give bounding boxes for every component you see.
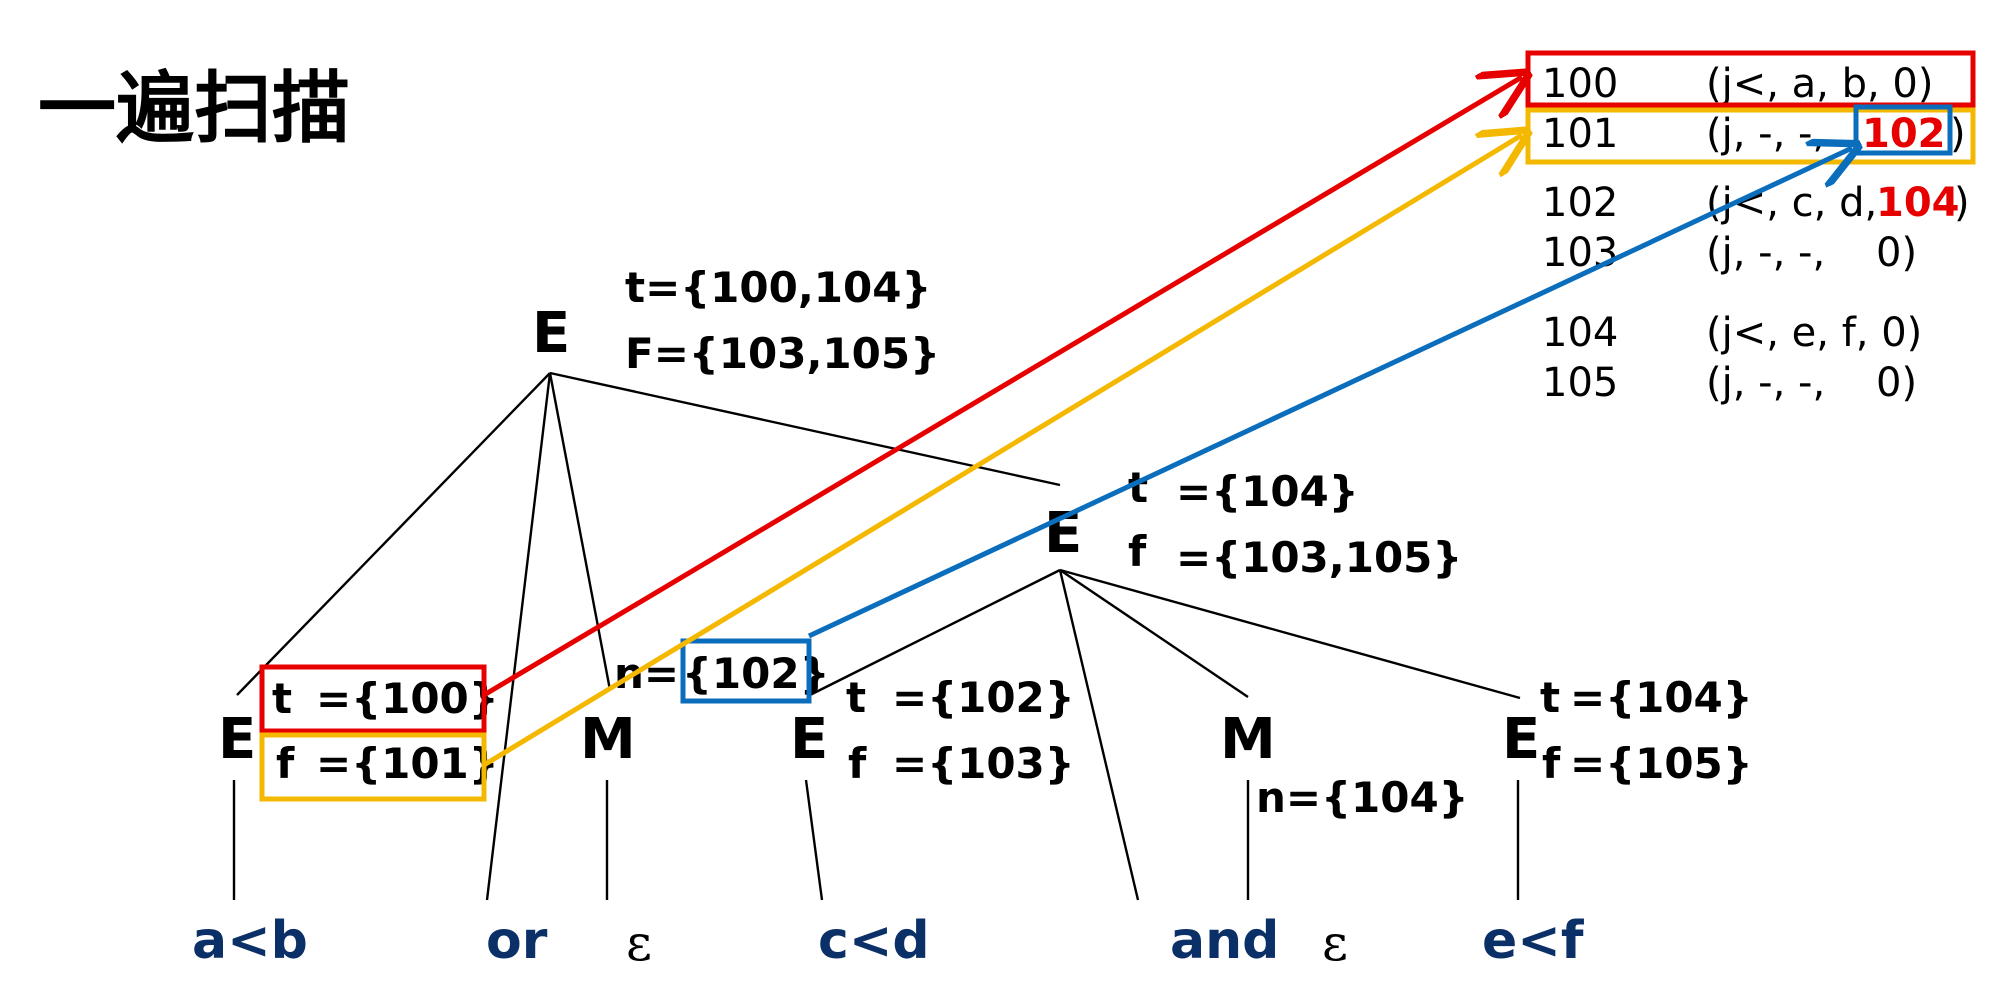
e3-node: E t ={104} f ={105} xyxy=(1502,673,1753,788)
page-title: 一遍扫描 xyxy=(38,64,350,154)
leaf-epsilon-1: ε xyxy=(626,914,652,972)
quad-num-105: 105 xyxy=(1542,360,1618,406)
right-e-t-val: ={104} xyxy=(1176,467,1359,516)
quad-num-103: 103 xyxy=(1542,230,1618,276)
quad-num-102: 102 xyxy=(1542,180,1618,226)
leaf-e-lt-f: e<f xyxy=(1482,911,1585,971)
e2-node: E t ={102} f ={103} xyxy=(790,673,1075,788)
m2-node: M n={104} xyxy=(1220,707,1469,822)
edge-righte-e3 xyxy=(1059,568,1521,700)
leaf-row: a<b or ε c<d and ε e<f xyxy=(192,911,1585,972)
quad-num-100: 100 xyxy=(1542,61,1618,107)
e1-label: E xyxy=(218,707,256,772)
e1-node: E t ={100} f ={101} xyxy=(218,664,499,802)
e2-label: E xyxy=(790,707,828,772)
m1-n-prefix: n= xyxy=(614,649,679,698)
leaf-a-lt-b: a<b xyxy=(192,911,308,971)
e2-t-val: ={102} xyxy=(892,673,1075,722)
quad-101-target-highlight-box xyxy=(1853,104,1953,156)
quad-num-101: 101 xyxy=(1542,111,1618,157)
yellow-arrow-f-to-101 xyxy=(482,135,1522,768)
root-node: E t={100,104} F={103,105} xyxy=(532,263,940,378)
quad-op-104: (j<, e, f, 0) xyxy=(1706,310,1922,356)
m1-node: M n= {102} xyxy=(580,638,829,772)
e1-f-val: ={101} xyxy=(316,739,499,788)
tree-edges xyxy=(232,371,1521,901)
edge-root-right-e xyxy=(549,371,1061,487)
red-arrow-t-to-100 xyxy=(482,77,1522,698)
quad-op-101-prefix: (j, -, -, xyxy=(1706,111,1825,157)
m2-n: n={104} xyxy=(1256,773,1469,822)
right-e-f-name: f xyxy=(1128,527,1147,576)
edge-root-or xyxy=(485,372,552,901)
e2-f-name: f xyxy=(848,739,867,788)
e3-t-val: ={104} xyxy=(1570,673,1753,722)
edge-righte-m2 xyxy=(1059,569,1249,698)
edge-root-e1 xyxy=(236,372,551,696)
edge-e2-leaf xyxy=(804,779,824,901)
e3-label: E xyxy=(1502,707,1540,772)
backpatch-arrows xyxy=(482,77,1852,768)
edge-righte-and xyxy=(1058,569,1140,901)
edge-righte-e2 xyxy=(809,568,1061,697)
quad-op-101-suffix: ) xyxy=(1950,111,1966,157)
e1-false-highlight-box xyxy=(259,732,487,802)
quad-target-102: 104 xyxy=(1876,180,1960,226)
m2-label: M xyxy=(1220,707,1276,772)
e1-t-val: ={100} xyxy=(316,674,499,723)
e3-f-val: ={105} xyxy=(1570,739,1753,788)
e1-t-name: t xyxy=(272,674,292,723)
e3-f-name: f xyxy=(1542,739,1561,788)
e2-t-name: t xyxy=(846,673,866,722)
root-label: E xyxy=(532,301,570,366)
m1-label: M xyxy=(580,707,636,772)
leaf-or: or xyxy=(486,911,548,971)
edge-root-m1 xyxy=(548,372,612,691)
root-false-list: F={103,105} xyxy=(625,329,940,378)
right-e-node: E t ={104} f ={103,105} xyxy=(1044,463,1462,582)
e1-true-highlight-box xyxy=(259,664,487,734)
quad-op-103: (j, -, -, 0) xyxy=(1706,230,1917,276)
m1-n-highlight-box xyxy=(680,638,812,704)
e1-f-name: f xyxy=(276,739,295,788)
quad-target-101: 102 xyxy=(1862,111,1946,157)
e3-t-name: t xyxy=(1540,673,1560,722)
leaf-and: and xyxy=(1170,911,1279,971)
quad-num-104: 104 xyxy=(1542,310,1618,356)
right-e-f-val: ={103,105} xyxy=(1176,533,1462,582)
quad-op-105: (j, -, -, 0) xyxy=(1706,360,1917,406)
right-e-t-name: t xyxy=(1128,463,1148,512)
m1-n-val: {102} xyxy=(682,649,829,698)
e2-f-val: ={103} xyxy=(892,739,1075,788)
quad-op-100: (j<, a, b, 0) xyxy=(1706,61,1933,107)
root-true-list: t={100,104} xyxy=(625,263,931,312)
quadruple-table: 100 (j<, a, b, 0) 101 (j, -, -, 102 ) 10… xyxy=(1525,50,1976,406)
leaf-epsilon-2: ε xyxy=(1322,914,1348,972)
blue-arrow-n-to-101-target xyxy=(807,148,1852,639)
quad-op-102-suffix: ) xyxy=(1954,180,1970,226)
leaf-c-lt-d: c<d xyxy=(818,911,930,971)
